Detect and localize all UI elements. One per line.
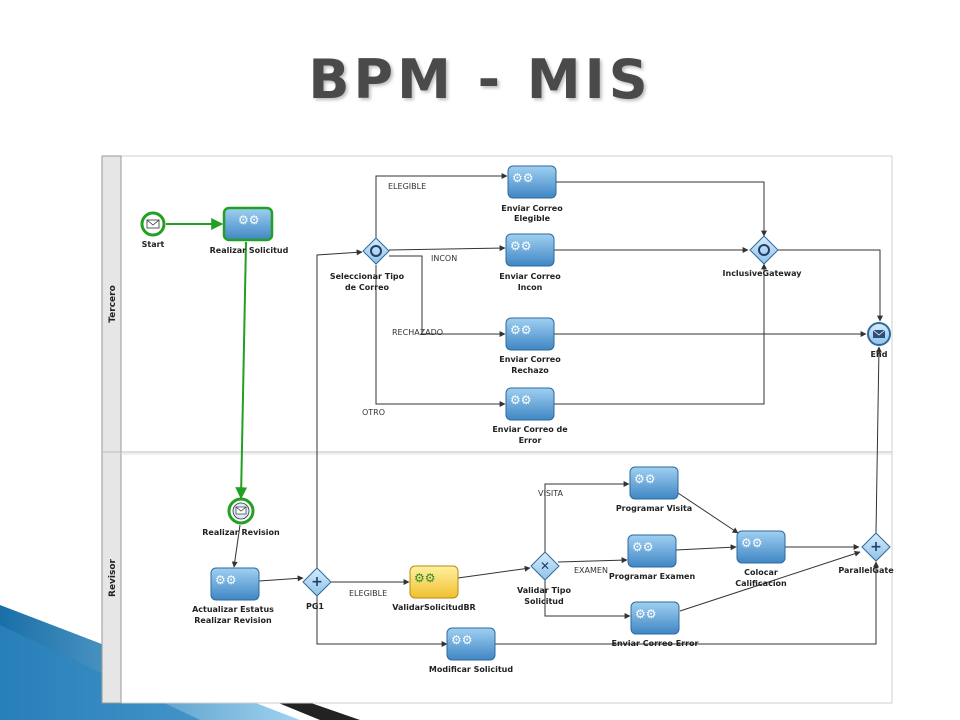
task-enviar-correo-error-label: Enviar Correo Error bbox=[611, 639, 698, 648]
flow-label-elegible: ELEGIBLE bbox=[388, 182, 426, 191]
end-event-label: End bbox=[871, 350, 888, 359]
task-modificar-label: Modificar Solicitud bbox=[429, 665, 513, 674]
gear-icon: ⚙⚙ bbox=[510, 323, 532, 337]
gateway-validar-tipo[interactable]: ✕ Validar Tipo Solicitud bbox=[517, 551, 571, 606]
rules-icon: ⚙⚙ bbox=[414, 571, 436, 585]
gateway-pg1-label: PG1 bbox=[306, 602, 324, 611]
parallel-plus-icon: + bbox=[311, 574, 323, 590]
gateway-seleccionar-tipo[interactable]: Seleccionar Tipo de Correo bbox=[330, 237, 405, 292]
realizar-revision-event[interactable]: Realizar Revision bbox=[202, 497, 280, 537]
gear-icon: ⚙⚙ bbox=[510, 393, 532, 407]
gateway-validar-line2: Solicitud bbox=[524, 597, 564, 606]
task-enviar-rechazo-line1: Enviar Correo bbox=[499, 355, 561, 364]
task-colocar-calificacion[interactable]: ⚙⚙ Colocar Calificacion bbox=[735, 530, 787, 588]
task-programar-examen[interactable]: ⚙⚙ Programar Examen bbox=[609, 534, 696, 581]
flow-label-incon: INCON bbox=[431, 254, 457, 263]
flow-label-examen: EXAMEN bbox=[574, 566, 608, 575]
flow-label-pg1-elegible: ELEGIBLE bbox=[349, 589, 387, 598]
slide-title: BPM - MIS bbox=[308, 48, 652, 111]
gateway-pg1[interactable]: + PG1 bbox=[302, 567, 332, 611]
gear-icon: ⚙⚙ bbox=[451, 633, 473, 647]
task-enviar-correo-de-error[interactable]: ⚙⚙ Enviar Correo de Error bbox=[492, 387, 568, 445]
task-realizar-solicitud-label: Realizar Solicitud bbox=[210, 246, 289, 255]
task-colocar-line2: Calificacion bbox=[735, 579, 787, 588]
gear-icon: ⚙⚙ bbox=[741, 536, 763, 550]
task-programar-examen-label: Programar Examen bbox=[609, 572, 696, 581]
gear-icon: ⚙⚙ bbox=[635, 607, 657, 621]
gateway-parallel-label: ParallelGate bbox=[838, 566, 894, 575]
sequence-flows bbox=[166, 173, 883, 647]
task-actualizar-estatus[interactable]: ⚙⚙ Actualizar Estatus Realizar Revision bbox=[192, 567, 274, 625]
gateway-seleccionar-line2: de Correo bbox=[345, 283, 390, 292]
task-programar-visita-label: Programar Visita bbox=[616, 504, 692, 513]
task-enviar-incon-line2: Incon bbox=[518, 283, 543, 292]
flow-label-visita: VISITA bbox=[538, 489, 564, 498]
flow-label-rechazado: RECHAZADO bbox=[392, 328, 443, 337]
gateway-inclusive[interactable]: InclusiveGateway bbox=[723, 235, 803, 278]
task-enviar-error-line1: Enviar Correo de bbox=[492, 425, 568, 434]
task-programar-visita[interactable]: ⚙⚙ Programar Visita bbox=[616, 466, 692, 513]
gateway-parallel[interactable]: + ParallelGate bbox=[838, 532, 894, 575]
task-enviar-correo-rechazo[interactable]: ⚙⚙ Enviar Correo Rechazo bbox=[499, 317, 561, 375]
task-actualizar-line2: Realizar Revision bbox=[194, 616, 272, 625]
task-enviar-correo-elegible[interactable]: ⚙⚙ Enviar Correo Elegible bbox=[501, 165, 563, 223]
task-enviar-elegible-line2: Elegible bbox=[514, 214, 551, 223]
task-validar-br-label: ValidarSolicitudBR bbox=[392, 603, 475, 612]
exclusive-x-icon: ✕ bbox=[540, 559, 550, 573]
gateway-inclusive-label: InclusiveGateway bbox=[723, 269, 803, 278]
task-enviar-correo-error[interactable]: ⚙⚙ Enviar Correo Error bbox=[611, 601, 699, 648]
task-actualizar-line1: Actualizar Estatus bbox=[192, 605, 274, 614]
gear-icon: ⚙⚙ bbox=[632, 540, 654, 554]
task-validar-solicitud-br[interactable]: ⚙⚙ ValidarSolicitudBR bbox=[392, 565, 476, 612]
parallel-plus-icon: + bbox=[870, 539, 882, 555]
task-realizar-solicitud[interactable]: ⚙⚙ Realizar Solicitud bbox=[210, 206, 289, 255]
task-modificar-solicitud[interactable]: ⚙⚙ Modificar Solicitud bbox=[429, 627, 513, 674]
gear-icon: ⚙⚙ bbox=[510, 239, 532, 253]
end-event[interactable]: End bbox=[867, 322, 891, 359]
gear-icon: ⚙⚙ bbox=[238, 213, 260, 227]
lane-revisor-label: Revisor bbox=[108, 558, 118, 597]
realizar-revision-label: Realizar Revision bbox=[202, 528, 280, 537]
task-enviar-incon-line1: Enviar Correo bbox=[499, 272, 561, 281]
task-enviar-elegible-line1: Enviar Correo bbox=[501, 204, 563, 213]
task-enviar-error-line2: Error bbox=[519, 436, 542, 445]
task-enviar-correo-incon[interactable]: ⚙⚙ Enviar Correo Incon bbox=[499, 233, 561, 292]
flow-label-otro: OTRO bbox=[362, 408, 385, 417]
start-event[interactable]: Start bbox=[140, 211, 166, 249]
task-enviar-rechazo-line2: Rechazo bbox=[511, 366, 549, 375]
task-colocar-line1: Colocar bbox=[744, 568, 778, 577]
gateway-validar-line1: Validar Tipo bbox=[517, 586, 571, 595]
gear-icon: ⚙⚙ bbox=[512, 171, 534, 185]
start-event-label: Start bbox=[142, 240, 165, 249]
gateway-seleccionar-line1: Seleccionar Tipo bbox=[330, 272, 405, 281]
flow-labels: ELEGIBLE INCON RECHAZADO OTRO ELEGIBLE V… bbox=[349, 182, 608, 598]
lane-tercero-label: Tercero bbox=[108, 285, 118, 323]
gear-icon: ⚙⚙ bbox=[215, 573, 237, 587]
gear-icon: ⚙⚙ bbox=[634, 472, 656, 486]
